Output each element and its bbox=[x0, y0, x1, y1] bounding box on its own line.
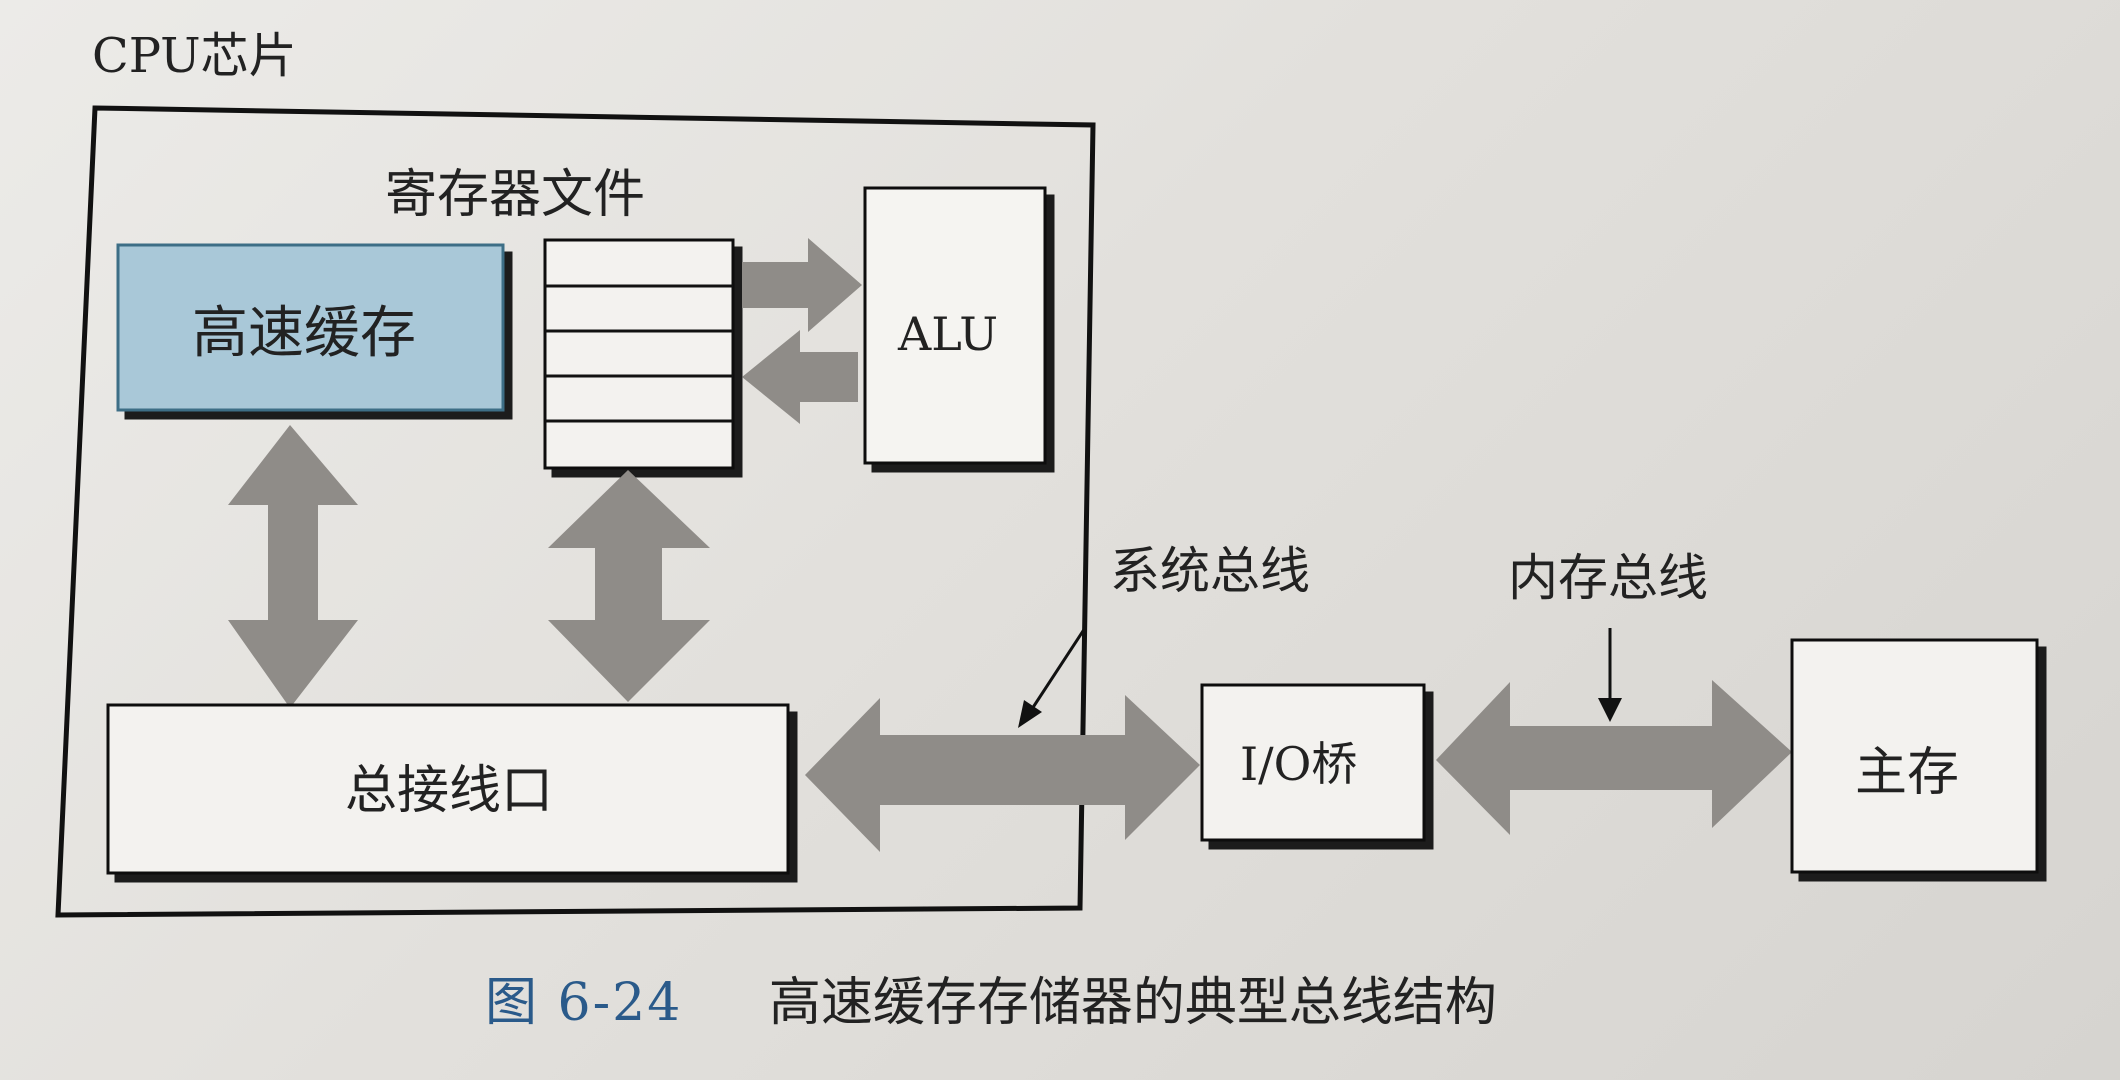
bus-interface-label: 总接线口 bbox=[345, 761, 553, 821]
cache-label: 高速缓存 bbox=[192, 301, 416, 366]
figure-caption: 图 6-24 高速缓存存储器的典型总线结构 bbox=[485, 960, 1497, 1035]
cpu-chip-border bbox=[55, 105, 1096, 918]
alu-box bbox=[863, 186, 1047, 465]
main-memory-box bbox=[1790, 638, 2039, 874]
cache-bus-arrow bbox=[228, 425, 358, 708]
system-bus-label: 系统总线 bbox=[1110, 542, 1310, 600]
main-memory-label: 主存 bbox=[1855, 743, 1959, 803]
reg-bus-arrow bbox=[548, 470, 710, 702]
cpu-chip-label: CPU芯片 bbox=[92, 28, 297, 84]
bus-interface-box bbox=[106, 703, 790, 875]
memory-bus-pointer-head bbox=[1598, 698, 1622, 722]
io-bridge-box bbox=[1200, 683, 1426, 842]
reg-to-alu-arrow bbox=[742, 238, 862, 332]
register-file bbox=[543, 238, 735, 470]
memory-bus-label: 内存总线 bbox=[1508, 549, 1708, 607]
figure-number: 图 6-24 bbox=[485, 973, 683, 1033]
alu-label: ALU bbox=[897, 307, 998, 361]
register-file-label: 寄存器文件 bbox=[385, 165, 645, 225]
memory-bus-arrow bbox=[1436, 680, 1792, 835]
figure-title: 高速缓存存储器的典型总线结构 bbox=[768, 973, 1497, 1033]
cache-box bbox=[116, 243, 505, 412]
system-bus-pointer bbox=[1028, 627, 1087, 713]
io-bridge-label: I/O桥 bbox=[1240, 737, 1357, 791]
system-bus-arrow bbox=[805, 695, 1200, 852]
system-bus-pointer-head bbox=[1018, 700, 1042, 728]
alu-to-reg-arrow bbox=[742, 330, 858, 424]
